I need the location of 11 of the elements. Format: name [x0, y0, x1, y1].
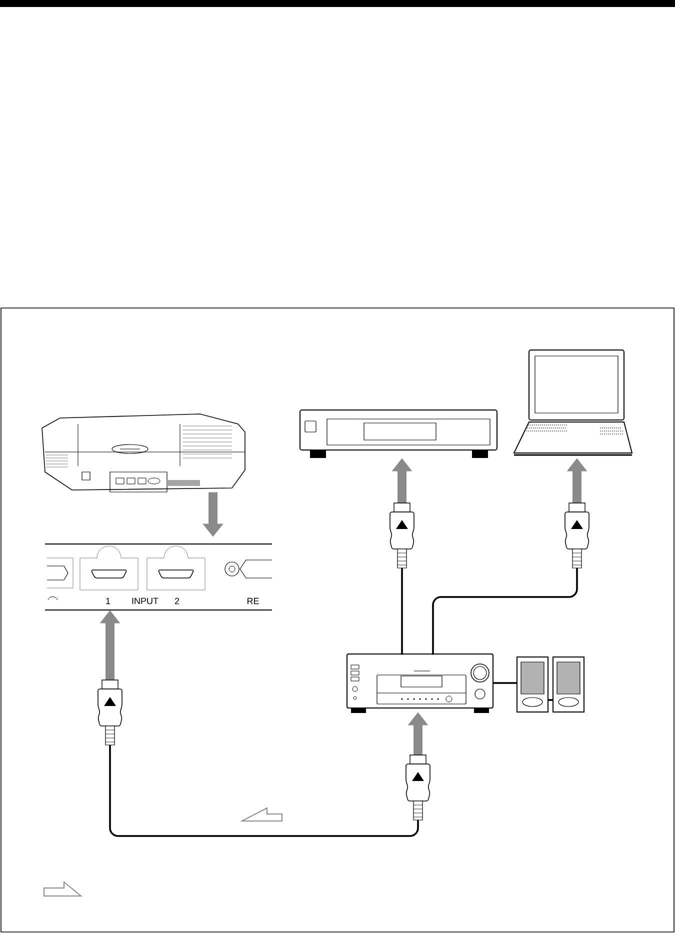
port-label: 1	[106, 598, 110, 604]
av-receiver-drawing	[346, 654, 494, 713]
cable	[493, 682, 517, 684]
port-label: RE	[247, 598, 259, 604]
port-label: INPUT	[132, 598, 158, 604]
disc-player-drawing	[300, 410, 498, 458]
port-label: 2	[174, 598, 180, 604]
cable	[548, 699, 553, 701]
projector-drawing	[42, 414, 246, 492]
speaker-drawing	[552, 656, 584, 712]
speaker-drawing	[516, 656, 548, 712]
